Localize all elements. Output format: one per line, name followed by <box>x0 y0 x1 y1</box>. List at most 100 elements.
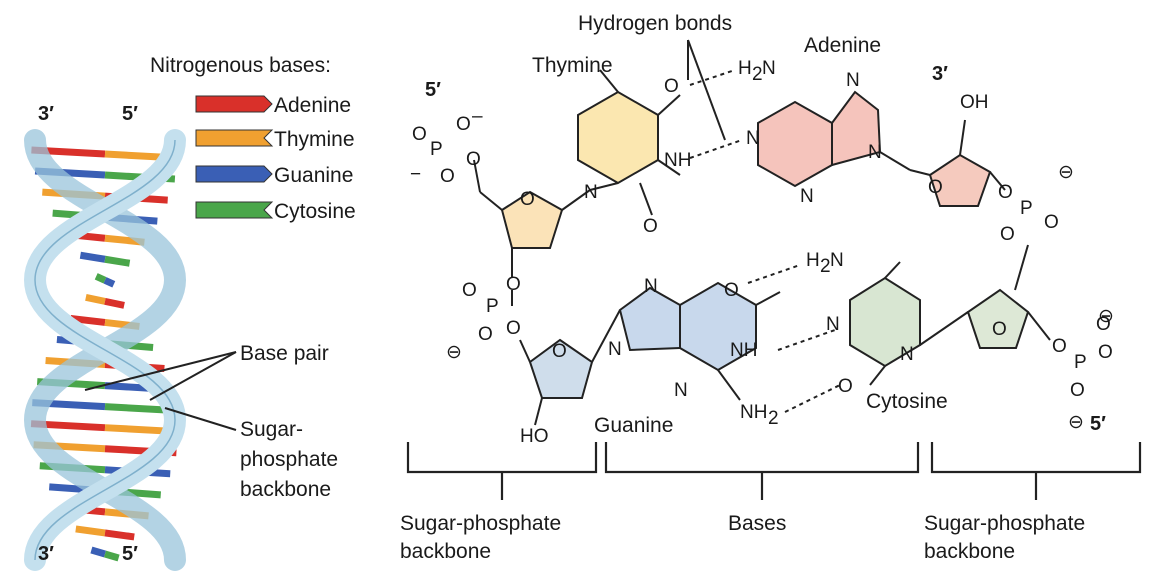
svg-text:N: N <box>826 314 840 335</box>
backbone-pointer <box>164 407 237 431</box>
sugar-bottom-right <box>968 290 1028 348</box>
svg-text:NH: NH <box>664 150 691 171</box>
sugar-right-top <box>930 155 990 206</box>
bracket-left <box>406 442 598 500</box>
legend-item-guanine: Guanine <box>195 164 353 187</box>
legend-item-thymine: Thymine <box>195 128 355 151</box>
base-pair-right-half <box>104 255 131 267</box>
legend-title: Nitrogenous bases: <box>150 54 331 77</box>
svg-text:N: N <box>584 182 598 203</box>
bracket-right <box>930 442 1142 500</box>
base-pair-pointer-2 <box>149 351 237 401</box>
svg-text:O: O <box>992 319 1007 340</box>
guanine-ring-6 <box>680 283 756 370</box>
svg-text:N: N <box>830 250 844 271</box>
svg-text:NH: NH <box>730 340 757 361</box>
three-prime-top: 3′ <box>932 63 948 85</box>
svg-text:HO: HO <box>520 426 549 447</box>
cytosine-ring <box>850 278 920 366</box>
atom-labels: O P O – O O O N O NH O H 2 N N N N N OH … <box>412 58 1113 447</box>
charge-right: ⊖ <box>1098 306 1114 327</box>
backbone-strand-front-edge <box>34 139 176 561</box>
svg-text:N: N <box>900 344 914 365</box>
charge-bottom: ⊖ <box>1068 412 1084 433</box>
legend-label-cytosine: Cytosine <box>274 200 356 223</box>
svg-text:O: O <box>462 280 477 301</box>
svg-text:N: N <box>762 58 776 79</box>
sugar-phosphate-label-line3: backbone <box>240 478 331 501</box>
sugar-phosphate-label-line2: phosphate <box>240 448 338 471</box>
double-helix <box>23 129 187 571</box>
hydrogen-bond-lines <box>687 39 841 413</box>
base-pair-left-half <box>90 546 106 558</box>
svg-text:P: P <box>486 296 499 317</box>
base-pair-left-half <box>70 314 106 326</box>
svg-text:O: O <box>466 149 481 170</box>
adenine-ring-5 <box>832 92 880 165</box>
hbond-pointer-2 <box>687 39 726 141</box>
base-pair-left-half <box>85 293 106 305</box>
svg-text:O: O <box>664 76 679 97</box>
svg-text:O: O <box>1044 212 1059 233</box>
helix-top-left-end: 3′ <box>38 103 54 125</box>
thymine-ring <box>578 92 658 183</box>
svg-text:N: N <box>644 276 658 297</box>
svg-text:O: O <box>456 114 471 135</box>
adenine-ring-6 <box>758 102 832 186</box>
helix-top-right-end: 5′ <box>122 103 138 125</box>
charge-left: ⊖ <box>446 342 462 363</box>
svg-text:P: P <box>430 139 443 160</box>
svg-text:O: O <box>412 124 427 145</box>
svg-text:N: N <box>800 186 814 207</box>
bracket-middle <box>604 442 920 500</box>
svg-text:O: O <box>724 280 739 301</box>
svg-text:P: P <box>1074 352 1087 373</box>
svg-text:O: O <box>1098 342 1113 363</box>
svg-text:O: O <box>506 274 521 295</box>
helix-bottom-right-end: 5′ <box>122 543 138 565</box>
five-prime-top: 5′ <box>425 79 441 101</box>
adenine-label: Adenine <box>804 34 881 57</box>
svg-text:P: P <box>1020 198 1033 219</box>
bracket-right-label-2: backbone <box>924 540 1015 563</box>
svg-text:OH: OH <box>960 92 989 113</box>
backbone-bonds <box>473 69 1051 426</box>
base-pair-right-half <box>104 550 120 562</box>
legend-label-guanine: Guanine <box>274 164 353 187</box>
svg-text:O: O <box>838 376 853 397</box>
svg-text:2: 2 <box>752 64 763 85</box>
bracket-left-label-2: backbone <box>400 540 491 563</box>
bracket-middle-label: Bases <box>728 512 786 535</box>
svg-text:H: H <box>738 58 752 79</box>
base-pair-right-half <box>104 529 135 541</box>
svg-text:–: – <box>472 106 483 127</box>
thymine-swatch-icon <box>195 129 274 147</box>
legend-item-adenine: Adenine <box>195 94 351 117</box>
svg-text:O: O <box>643 216 658 237</box>
svg-text:H: H <box>806 250 820 271</box>
svg-text:N: N <box>674 380 688 401</box>
charge-top-right: ⊖ <box>1058 162 1074 183</box>
svg-text:O: O <box>440 166 455 187</box>
cytosine-swatch-icon <box>195 201 274 219</box>
base-pair-right-half <box>104 297 125 309</box>
base-pair-right-half <box>103 277 116 288</box>
svg-text:N: N <box>746 128 760 149</box>
sugar-phosphate-label-line1: Sugar- <box>240 418 303 441</box>
svg-text:2: 2 <box>820 256 831 277</box>
base-pair-label: Base pair <box>240 342 329 365</box>
svg-text:O: O <box>478 324 493 345</box>
legend-label-thymine: Thymine <box>274 128 355 151</box>
svg-text:O: O <box>928 177 943 198</box>
legend-label-adenine: Adenine <box>274 94 351 117</box>
svg-text:N: N <box>846 70 860 91</box>
bracket-left-label-1: Sugar-phosphate <box>400 512 561 535</box>
base-pair-pointer-1 <box>84 351 237 391</box>
svg-text:O: O <box>552 341 567 362</box>
svg-text:O: O <box>520 189 535 210</box>
adenine-swatch-icon <box>195 95 273 113</box>
svg-text:2: 2 <box>768 408 779 429</box>
helix-bottom-left-end: 3′ <box>38 543 54 565</box>
svg-text:O: O <box>1096 314 1111 335</box>
